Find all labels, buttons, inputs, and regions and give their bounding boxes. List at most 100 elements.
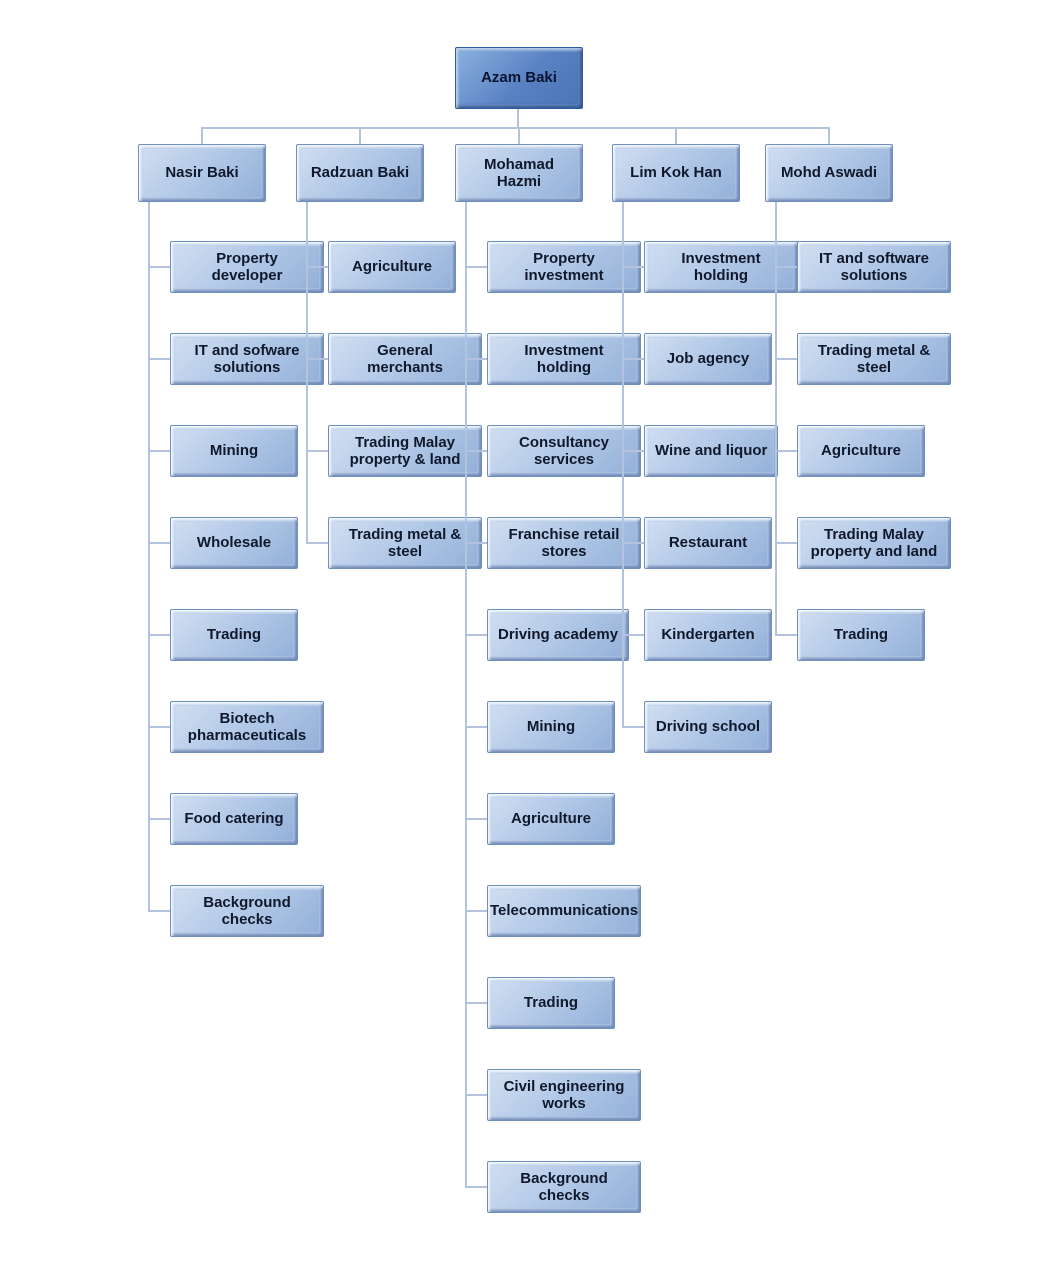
- org-row: Investment holding: [622, 221, 798, 313]
- org-node-investment-holding: Investment holding: [487, 333, 641, 385]
- org-node-restaurant: Restaurant: [644, 517, 772, 569]
- connector-stub: [306, 450, 328, 452]
- connector-stub: [465, 450, 487, 452]
- org-row: Wholesale: [148, 497, 324, 589]
- branch-header-radzuan-baki: Radzuan Baki: [296, 144, 424, 202]
- connector-stub: [148, 358, 170, 360]
- connector-stub: [148, 910, 170, 912]
- connector-stub: [622, 542, 644, 544]
- connector-stub: [148, 634, 170, 636]
- org-node-trading-metal-steel: Trading metal & steel: [797, 333, 951, 385]
- connector-stub: [465, 818, 487, 820]
- branch-header-nasir-baki: Nasir Baki: [138, 144, 266, 202]
- connector-branch-stub-1: [359, 127, 361, 145]
- org-node-investment-holding: Investment holding: [644, 241, 798, 293]
- connector-stub: [465, 1094, 487, 1096]
- org-node-trading-malay-property-and-land: Trading Malay property and land: [797, 517, 951, 569]
- org-row: General merchants: [306, 313, 482, 405]
- connector-vertical-nasir-baki: [148, 202, 150, 911]
- org-node-trading: Trading: [797, 609, 925, 661]
- org-node-trading-malay-property-land: Trading Malay property & land: [328, 425, 482, 477]
- connector-stub: [306, 358, 328, 360]
- branch-header-lim-kok-han: Lim Kok Han: [612, 144, 740, 202]
- org-node-general-merchants: General merchants: [328, 333, 482, 385]
- connector-vertical-lim-kok-han: [622, 202, 624, 727]
- org-row: Background checks: [148, 865, 324, 957]
- org-row: Wine and liquor: [622, 405, 798, 497]
- org-node-driving-academy: Driving academy: [487, 609, 630, 661]
- connector-stub: [622, 726, 644, 728]
- root-node: Azam Baki: [455, 47, 583, 109]
- org-node-kindergarten: Kindergarten: [644, 609, 772, 661]
- org-row: Trading metal & steel: [306, 497, 482, 589]
- connector-stub: [622, 634, 644, 636]
- org-node-mining: Mining: [487, 701, 615, 753]
- connector-horizontal: [201, 127, 830, 129]
- connector-stub: [148, 266, 170, 268]
- connector-stub: [465, 726, 487, 728]
- connector-branch-stub-4: [828, 127, 830, 145]
- org-row: Trading: [465, 957, 641, 1049]
- connector-branch-stub-2: [518, 127, 520, 145]
- org-node-property-developer: Property developer: [170, 241, 324, 293]
- org-row: Trading: [148, 589, 324, 681]
- org-row: Civil engineering works: [465, 1049, 641, 1141]
- connector-stub: [465, 358, 487, 360]
- connector-stub: [465, 266, 487, 268]
- org-row: IT and sofware solutions: [148, 313, 324, 405]
- org-row: Property developer: [148, 221, 324, 313]
- org-node-it-and-sofware-solutions: IT and sofware solutions: [170, 333, 324, 385]
- branch-rows-nasir-baki: Property developer IT and sofware solutio…: [148, 202, 324, 957]
- org-node-driving-school: Driving school: [644, 701, 772, 753]
- connector-stub: [148, 726, 170, 728]
- connector-stub: [306, 542, 328, 544]
- org-node-agriculture: Agriculture: [797, 425, 925, 477]
- org-row: Telecommunications: [465, 865, 641, 957]
- org-row: Agriculture: [306, 221, 482, 313]
- connector-stub: [148, 818, 170, 820]
- org-node-telecommunications: Telecommunications: [487, 885, 641, 937]
- connector-stub: [775, 634, 797, 636]
- connector-vertical-mohd-aswadi: [775, 202, 777, 635]
- org-row: Trading Malay property and land: [775, 497, 951, 589]
- connector-stub: [775, 542, 797, 544]
- org-node-consultancy-services: Consultancy services: [487, 425, 641, 477]
- org-row: Driving academy: [465, 589, 641, 681]
- connector-stub: [465, 542, 487, 544]
- org-node-mining: Mining: [170, 425, 298, 477]
- connector-branch-stub-0: [201, 127, 203, 145]
- org-node-property-investment: Property investment: [487, 241, 641, 293]
- org-row: Investment holding: [465, 313, 641, 405]
- org-node-agriculture: Agriculture: [328, 241, 456, 293]
- org-node-trading: Trading: [170, 609, 298, 661]
- connector-stub: [465, 634, 487, 636]
- org-node-it-and-software-solutions: IT and software solutions: [797, 241, 951, 293]
- org-row: Mining: [148, 405, 324, 497]
- org-node-biotech-pharmaceuticals: Biotech pharmaceuticals: [170, 701, 324, 753]
- connector-stub: [148, 542, 170, 544]
- org-row: Background checks: [465, 1141, 641, 1233]
- connector-stub: [465, 910, 487, 912]
- org-row: IT and software solutions: [775, 221, 951, 313]
- org-row: Trading: [775, 589, 951, 681]
- org-node-job-agency: Job agency: [644, 333, 772, 385]
- org-row: Property investment: [465, 221, 641, 313]
- connector-stub: [306, 266, 328, 268]
- org-row: Restaurant: [622, 497, 798, 589]
- connector-vertical-radzuan-baki: [306, 202, 308, 543]
- org-node-agriculture: Agriculture: [487, 793, 615, 845]
- org-node-wine-and-liquor: Wine and liquor: [644, 425, 779, 477]
- org-row: Driving school: [622, 681, 798, 773]
- org-row: Job agency: [622, 313, 798, 405]
- org-row: Agriculture: [775, 405, 951, 497]
- connector-stub: [465, 1186, 487, 1188]
- connector-stub: [622, 358, 644, 360]
- org-row: Consultancy services: [465, 405, 641, 497]
- org-row: Biotech pharmaceuticals: [148, 681, 324, 773]
